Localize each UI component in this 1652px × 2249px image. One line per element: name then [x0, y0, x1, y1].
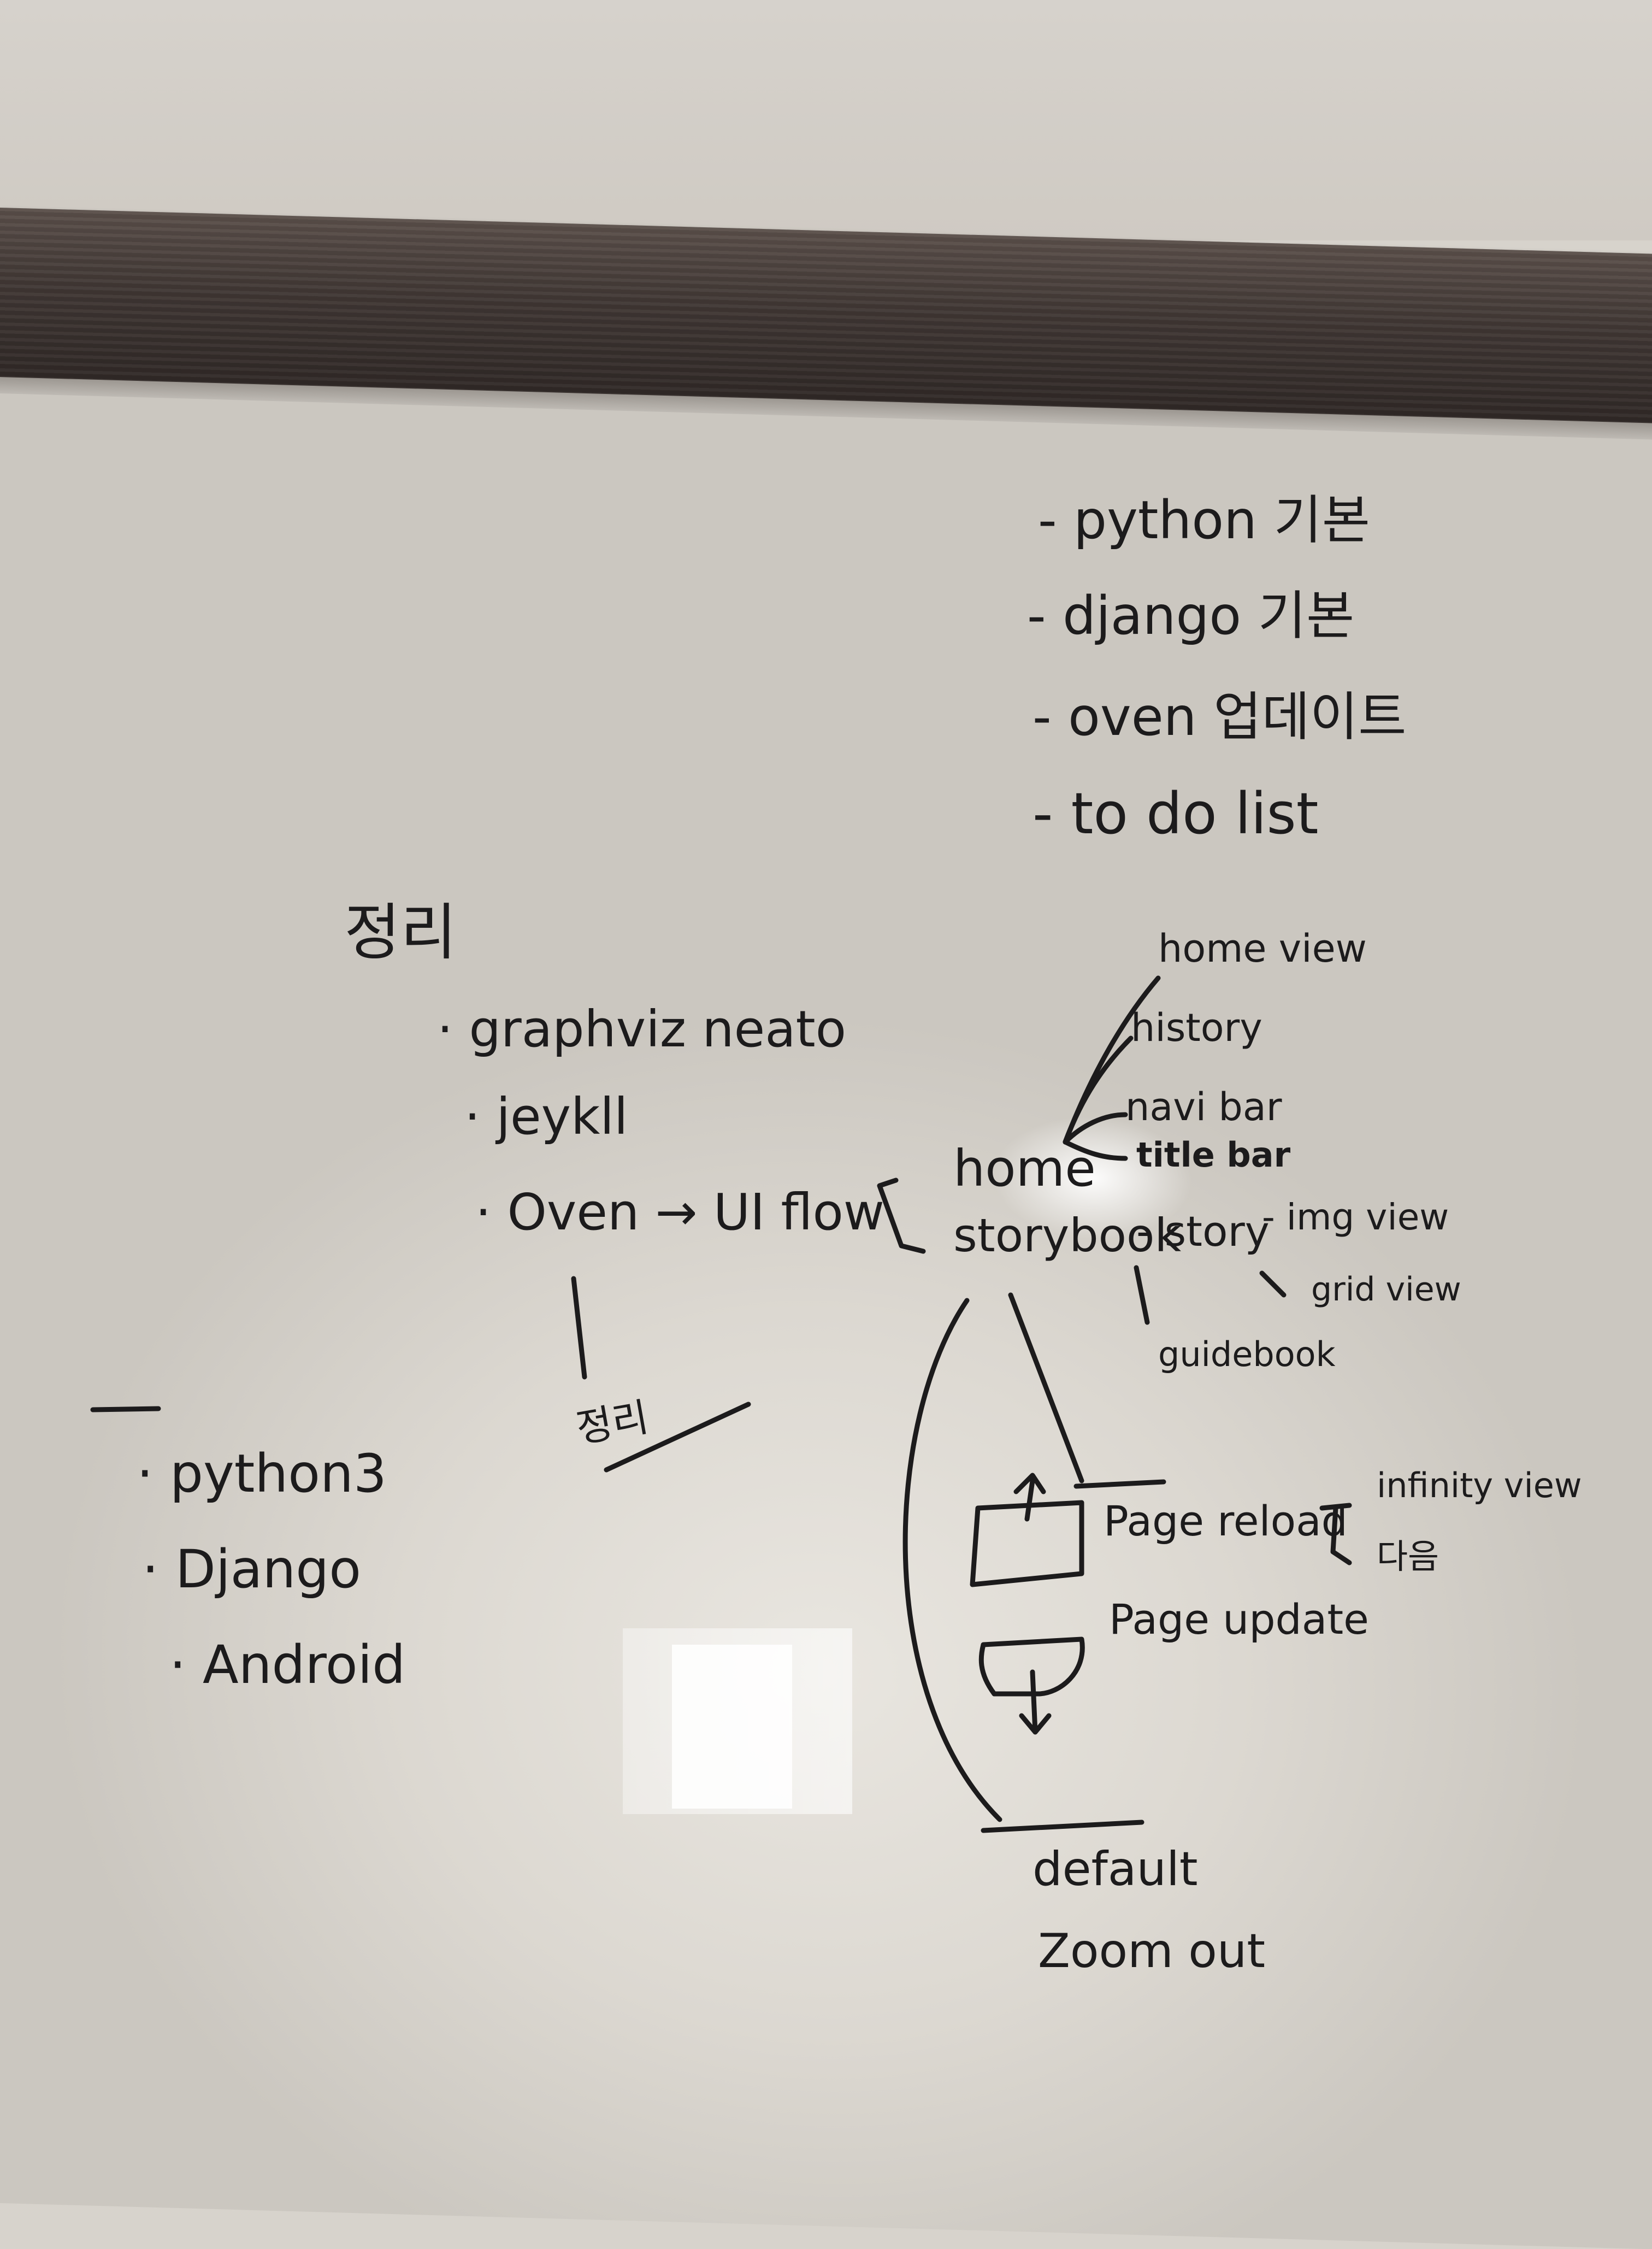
node-page-reload: Page reload — [1104, 1497, 1348, 1545]
update-box — [978, 1636, 1085, 1697]
flow-underline — [981, 1820, 1144, 1833]
story-child: grid view — [1311, 1270, 1461, 1309]
branch-line — [1063, 1139, 1128, 1161]
home-child: navi bar — [1125, 1085, 1282, 1129]
connector-line — [1134, 1265, 1150, 1325]
bracket-stroke — [877, 1178, 926, 1254]
flow-line — [1008, 1292, 1084, 1483]
underlined-note: 정리 — [573, 1394, 652, 1452]
arrow-down-icon — [1019, 1669, 1052, 1735]
node-zoom-out: Zoom out — [1038, 1924, 1265, 1979]
node-storybook: storybook — [953, 1209, 1181, 1262]
todo-item: - oven 업데이트 — [1032, 686, 1406, 747]
ui-flow-diagram: home storybook home view history navi ba… — [877, 926, 1582, 1979]
home-child: home view — [1158, 926, 1367, 971]
summary-item: · graphviz neato — [437, 1000, 846, 1058]
tech-item: · python3 — [137, 1443, 387, 1504]
bracket-stroke — [1319, 1503, 1352, 1565]
wall — [0, 0, 1652, 240]
summary-item: · Oven → UI flow — [475, 1183, 884, 1241]
arrow-up-icon — [1013, 1473, 1046, 1522]
todo-item: - python 기본 — [1038, 490, 1370, 551]
node-story: - story — [1136, 1207, 1270, 1256]
todo-item: - django 기본 — [1027, 585, 1354, 646]
flow-curve — [902, 1298, 1002, 1822]
handwriting-layer: - python 기본 - django 기본 - oven 업데이트 - to… — [90, 490, 1582, 1979]
reload-option: infinity view — [1377, 1465, 1582, 1505]
todo-list: - python 기본 - django 기본 - oven 업데이트 - to… — [1027, 490, 1406, 847]
branch-line — [1063, 1112, 1128, 1145]
tech-item: · Android — [169, 1634, 405, 1695]
reload-option: 다음 — [1377, 1536, 1439, 1576]
flow-underline — [1073, 1479, 1166, 1489]
node-guidebook: guidebook — [1158, 1334, 1336, 1374]
node-home: home — [953, 1139, 1096, 1198]
story-child: - img view — [1262, 1196, 1449, 1238]
summary-section: 정리 · graphviz neato · jeykll · Oven → UI… — [344, 897, 884, 1473]
connector-line — [571, 1276, 587, 1380]
summary-title: 정리 — [344, 897, 457, 968]
dash-stroke — [90, 1406, 161, 1412]
todo-item: - to do list — [1032, 780, 1319, 847]
summary-item: · jeykll — [464, 1087, 628, 1146]
node-default: default — [1032, 1842, 1198, 1897]
reload-box — [970, 1500, 1084, 1587]
tech-item: · Django — [142, 1539, 361, 1600]
home-child: title bar — [1136, 1135, 1291, 1175]
node-page-update: Page update — [1109, 1595, 1369, 1644]
tech-stack: · python3 · Django · Android — [90, 1406, 405, 1695]
branch-line — [1063, 1035, 1134, 1145]
board-reflection-highlight — [672, 1645, 792, 1809]
underline-stroke — [604, 1402, 751, 1473]
connector-line — [1259, 1270, 1287, 1298]
home-child: history — [1131, 1005, 1262, 1050]
